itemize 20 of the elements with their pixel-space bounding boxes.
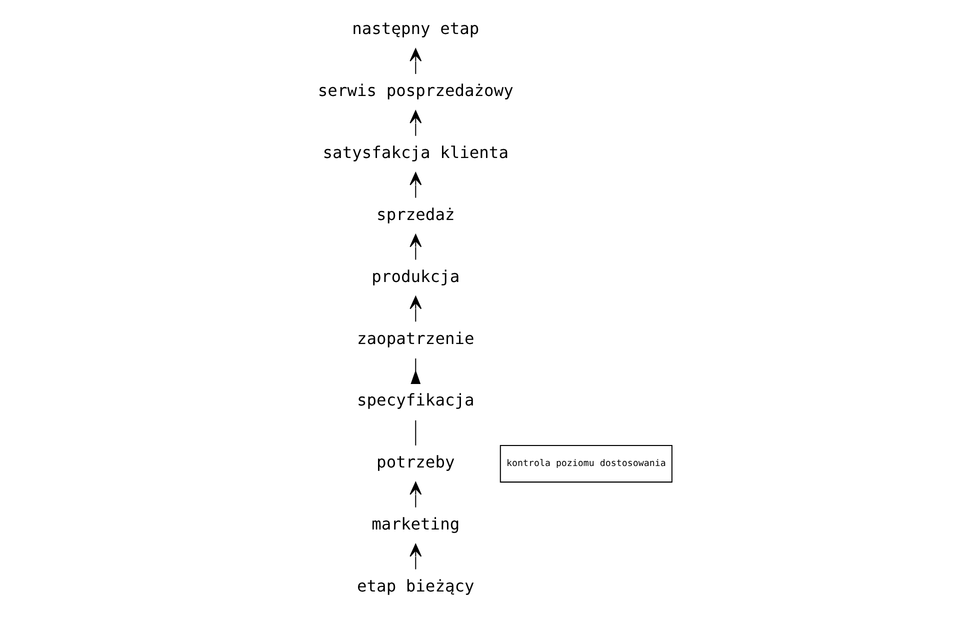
arrow <box>409 48 422 74</box>
node-text: etap bieżący <box>356 576 474 596</box>
arrow <box>409 296 422 322</box>
node-text: specyfikacja <box>356 390 474 410</box>
node-text: potrzeby <box>376 452 454 472</box>
node-text: zaopatrzenie <box>356 328 474 348</box>
node-box: kontrola poziomu dostosowania <box>499 445 672 483</box>
arrow <box>409 544 422 570</box>
node-text: następny etap <box>352 19 479 38</box>
arrow <box>409 482 422 508</box>
connector <box>410 358 420 384</box>
arrow <box>409 172 422 198</box>
arrow <box>409 110 422 136</box>
node-text: satysfakcja klienta <box>322 143 508 162</box>
arrow <box>409 234 422 260</box>
node-text: marketing <box>371 514 460 534</box>
node-text: produkcja <box>371 266 460 286</box>
connector <box>414 420 416 446</box>
node-text: serwis posprzedażowy <box>317 81 513 100</box>
node-text: sprzedaż <box>376 204 454 224</box>
